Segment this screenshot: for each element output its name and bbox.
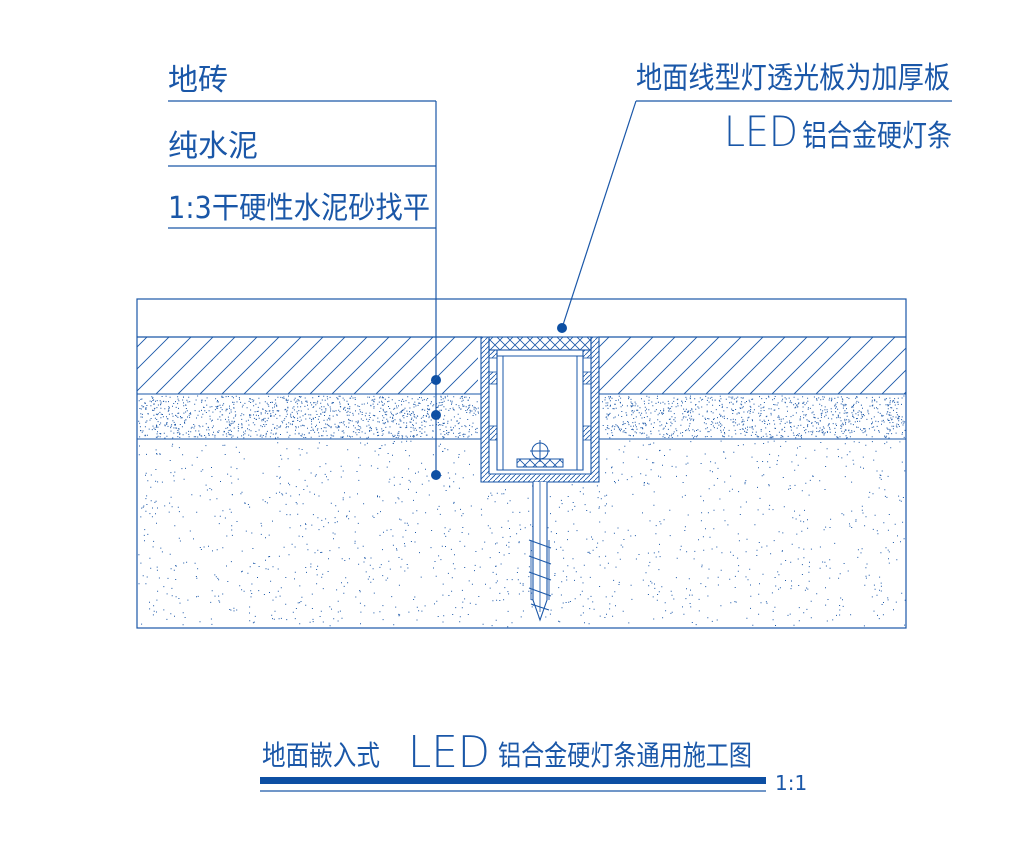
title-scale: 1:1 <box>775 771 807 795</box>
label-cover-line2: 铝合金硬灯条 <box>802 119 952 154</box>
diffuser-cover <box>488 336 592 351</box>
leader-dot-screed <box>431 470 441 480</box>
title-prefix: 地面嵌入式 <box>262 739 380 772</box>
label-cement: 纯水泥 <box>168 129 258 164</box>
drawing-title-block: 地面嵌入式 LED 铝合金硬灯条通用施工图 1:1 <box>260 727 807 795</box>
label-cover-line1: 地面线型灯透光板为加厚板 <box>636 61 950 96</box>
section-outline <box>136 298 907 629</box>
title-suffix: 铝合金硬灯条通用施工图 <box>498 739 752 772</box>
cover-label-right: 地面线型灯透光板为加厚板 LED 铝合金硬灯条 <box>557 61 952 333</box>
leader-dot-cover <box>557 323 567 333</box>
layer-labels-left: 地砖 纯水泥 1:3干硬性水泥砂找平 <box>168 63 441 480</box>
label-screed: 1:3干硬性水泥砂找平 <box>168 191 430 226</box>
tile-layer-left <box>137 337 478 394</box>
screed-layer <box>138 440 906 628</box>
title-led: LED <box>408 727 490 778</box>
leader-dot-cement <box>431 410 441 420</box>
leader-cover <box>561 100 637 329</box>
led-profile <box>480 336 600 622</box>
anchor-screw <box>528 482 552 622</box>
floor-section <box>136 298 907 629</box>
title-underline-bar <box>260 777 766 784</box>
label-tile: 地砖 <box>168 63 228 98</box>
label-cover-led: LED <box>724 107 798 156</box>
tile-layer-right <box>598 337 906 394</box>
cement-layer <box>138 395 906 439</box>
